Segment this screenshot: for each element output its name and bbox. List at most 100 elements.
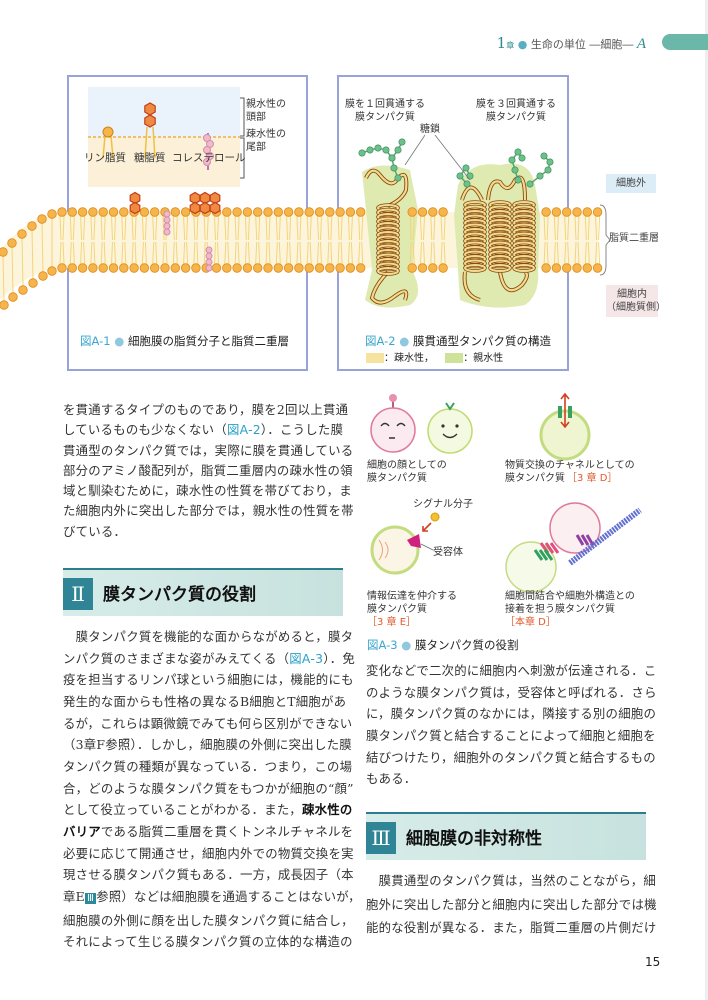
lipid-head-outer: [428, 207, 438, 217]
text-run: 胞外に突出した部分と細胞内に突出した部分では機: [366, 896, 657, 912]
legend-hydrophobic: ：疎水性，: [384, 353, 434, 364]
glycolipid-label: 糖脂質: [134, 152, 166, 164]
lipid-head-inner: [356, 263, 366, 273]
lipid-tail: [152, 215, 158, 265]
glycan-residue: [358, 149, 366, 157]
lipid-tail: [111, 215, 116, 265]
lipid-head-inner: [345, 263, 356, 273]
eye-icon: [441, 424, 445, 428]
chapter-tab: [662, 34, 708, 50]
lipid-tail: [430, 215, 436, 265]
figure-reference-link[interactable]: 図A-2: [226, 422, 261, 438]
cholesterol-ring: [163, 210, 171, 218]
chapter-title: 生命の単位 ―細胞―: [530, 38, 634, 51]
lipid-head-inner: [304, 263, 314, 273]
lipid-head-inner: [88, 263, 98, 273]
text-line: 合，どのような膜タンパク質をもつかが細胞の“顔”: [63, 778, 361, 800]
lipid-head-outer: [47, 209, 57, 219]
figure-title: 細胞膜の脂質分子と脂質二重層: [127, 334, 289, 348]
lipid-head-outer: [88, 207, 98, 217]
text-run: 貫通型のタンパク質では，実際に膜を貫通している: [63, 442, 354, 458]
text-run: 部分のアミノ酸配列が，脂質二重層内の疎水性の領: [63, 462, 353, 478]
bullet-icon: ●: [517, 38, 528, 51]
glycan-residue: [390, 164, 398, 172]
lipid-tail: [275, 215, 281, 265]
bullet-icon: ●: [401, 638, 412, 652]
lipid-tail: [131, 215, 137, 265]
text-line: 域と馴染むために，疎水性の性質を帯びており，ま: [63, 481, 354, 501]
cholesterol-ring: [205, 258, 213, 266]
channel-protein-icon: [558, 406, 562, 418]
text-run: である脂質二重層を貫くトンネルチャネルを: [100, 823, 354, 839]
lipid-head-outer: [356, 207, 366, 217]
lipid-head-inner: [263, 263, 273, 273]
figure-reference-link[interactable]: 図A-3: [289, 650, 324, 666]
lipid-head-outer: [325, 207, 335, 217]
lipid-head-outer: [7, 238, 17, 248]
lipid-tail: [193, 215, 199, 265]
text-line: もある．: [366, 768, 657, 790]
bilayer-core: [0, 212, 598, 300]
text-line: タンパク質の種類が異なっている．つまり，この場: [63, 756, 361, 778]
text-run: のような膜タンパク質は，受容体と呼ばれる．さら: [366, 684, 657, 700]
lipid-tail: [172, 215, 178, 265]
lipid-head-outer: [180, 207, 191, 217]
lipid-head-outer: [551, 207, 562, 217]
text-line: びている．: [63, 522, 354, 542]
lipid-head-outer: [242, 207, 253, 217]
lipid-head-inner: [551, 263, 562, 273]
lipid-head-inner: [108, 263, 119, 273]
hydrophilic-swatch: [445, 353, 464, 363]
lipid-head-outer: [592, 207, 603, 217]
lipid-head-outer: [562, 207, 572, 217]
signaling-cell: [370, 525, 420, 575]
lipid-head-outer: [149, 207, 160, 217]
lipid-head-inner: [253, 263, 263, 273]
cholesterol-ring: [203, 158, 211, 166]
lipid-head-inner: [47, 266, 57, 276]
lipid-head-outer: [304, 207, 314, 217]
text-run: に，膜タンパク質のなかには，隣接する別の細胞の: [366, 706, 657, 722]
lipid-tail: [121, 215, 127, 265]
lipid-tail: [100, 215, 106, 265]
text-run: （3章F参照）．しかし，細胞膜の外側に突出した膜: [63, 737, 352, 753]
text-line: 現させる膜タンパク質もある．一方，成長因子（本: [63, 864, 361, 886]
lipid-head-inner: [273, 263, 284, 273]
glycan-residue: [374, 144, 382, 152]
glycan-residue: [511, 166, 519, 174]
glycan-pointer: [404, 134, 471, 181]
lipid-tail: [31, 229, 34, 280]
lipid-head-inner: [211, 263, 222, 273]
text-run: ンパク質のさまざまな姿がみえてくる（: [63, 650, 290, 666]
lipid-head-inner: [57, 263, 67, 273]
lipid-tail: [90, 215, 96, 265]
lipid-tail: [584, 215, 590, 265]
lipid-head-inner: [0, 300, 9, 310]
text-line: 発生的な面からも性格の異なるB細胞とT細胞があ: [63, 691, 361, 713]
hydrophobic-swatch: [366, 353, 384, 363]
lipid-tail: [255, 215, 261, 265]
text-run: 現させる膜タンパク質もある．一方，成長因子（本: [63, 867, 354, 883]
receptor-label: 受容体: [433, 547, 463, 558]
text-line: 必要に応じて開通させ，細胞内外での物質交換を実: [63, 843, 361, 865]
lipid-tail: [141, 215, 147, 265]
intracellular-label: 細胞内 （細胞質側）: [606, 285, 666, 317]
text-line: るが，これらは顕微鏡でみても何ら区別ができない: [63, 713, 361, 735]
lipid-tail: [11, 246, 14, 294]
glycolipid-sugar: [129, 201, 141, 215]
figure-title: 膜貫通型タンパク質の構造: [412, 334, 551, 348]
cholesterol-ring: [205, 246, 213, 254]
glycan-residue: [518, 154, 526, 162]
lipid-head-inner: [139, 263, 150, 273]
lipid-tail: [595, 215, 601, 265]
text-run: びている．: [63, 523, 127, 539]
figure-number: 図A-1: [80, 334, 111, 348]
emphasis-text: バリア: [63, 823, 101, 839]
glycolipid-sugar: [144, 102, 156, 116]
bilayer-brace: [599, 204, 611, 276]
lipid-head-outer: [67, 207, 78, 217]
text-run: た細胞内外に突出した部分では，親水性の性質を帯: [63, 503, 354, 519]
lipid-head-inner: [28, 278, 38, 288]
transmembrane-helix: [513, 264, 535, 272]
glycan-residue: [544, 166, 552, 174]
